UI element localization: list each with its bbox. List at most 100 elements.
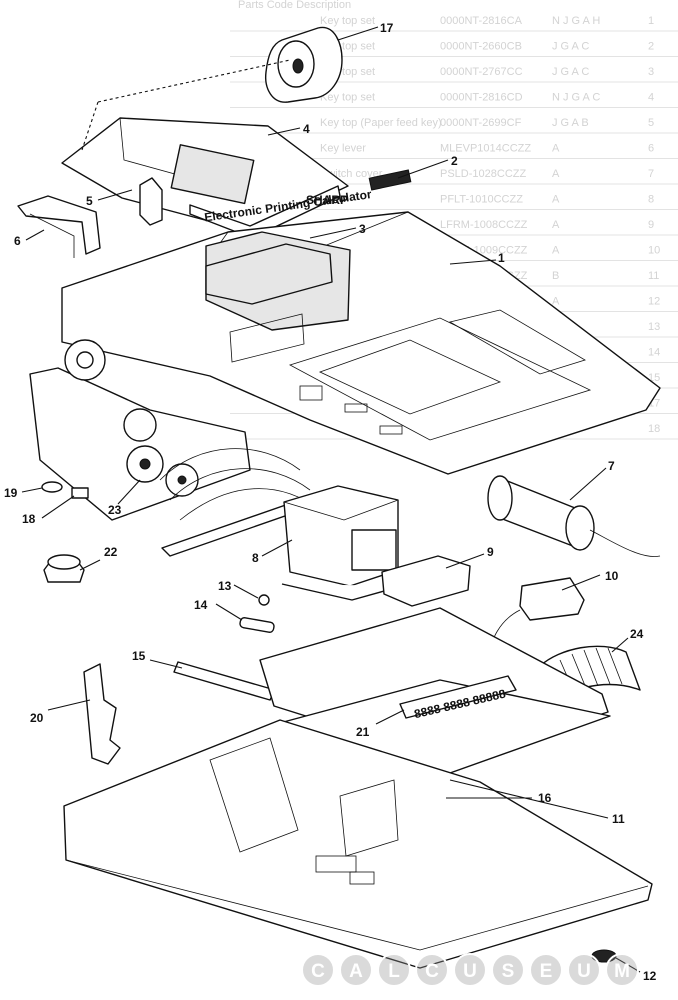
leader-lines <box>21 26 641 973</box>
callout-8: 8 <box>252 551 259 565</box>
watermark-circle <box>605 953 639 987</box>
watermark-circle <box>453 953 487 987</box>
watermark-letter: A <box>349 961 363 982</box>
callout-20: 20 <box>30 711 44 725</box>
background-table-cell: 12 <box>648 296 660 308</box>
background-table-cell: 3 <box>648 66 654 78</box>
background-table-cell: B <box>552 270 559 282</box>
callout-7: 7 <box>608 459 615 473</box>
callout-5: 5 <box>86 194 93 208</box>
background-table-cell: PFLT-1010CCZZ <box>440 194 523 206</box>
background-table-cell: J G A C <box>552 66 589 78</box>
background-table-cell: 0000NT-2767CC <box>440 66 523 78</box>
watermark-letter: E <box>540 961 553 982</box>
paper-feed-knob <box>43 554 85 583</box>
watermark-circle <box>377 953 411 987</box>
callout-16: 16 <box>538 791 552 805</box>
background-table-cell: 14 <box>648 347 660 359</box>
background-table-cell: 11 <box>648 270 659 282</box>
background-table-cell: A <box>552 143 560 155</box>
callout-1: 1 <box>498 251 505 265</box>
background-table-cell: Key top set <box>320 92 375 104</box>
watermark-circle <box>567 953 601 987</box>
fuse <box>239 617 275 633</box>
callout-4: 4 <box>303 122 310 136</box>
watermark-circle <box>339 953 373 987</box>
callout-15: 15 <box>132 649 146 663</box>
callout-14: 14 <box>194 598 208 612</box>
capacitor <box>487 475 661 557</box>
background-table-cell: 1 <box>648 15 654 27</box>
lower-case <box>63 719 653 969</box>
callout-9: 9 <box>487 545 494 559</box>
background-table-cell: J G A B <box>552 117 589 129</box>
callout-2: 2 <box>451 154 458 168</box>
background-table-cell: A <box>552 219 560 231</box>
spring-bracket <box>83 663 121 765</box>
background-table-cell: 13 <box>648 321 660 333</box>
background-table-cell: Key top (Paper feed key) <box>320 117 442 129</box>
nameplate <box>368 169 412 191</box>
watermark-circle <box>301 953 335 987</box>
background-table-cell: 2 <box>648 41 654 53</box>
transformer <box>281 485 403 601</box>
callout-6: 6 <box>14 234 21 248</box>
background-table-cell: A <box>552 168 560 180</box>
background-table-cell: 18 <box>648 423 660 435</box>
callout-labels: 1 2 3 4 5 6 7 8 9 10 11 12 13 14 15 16 1… <box>4 21 657 983</box>
watermark-letter: M <box>614 961 630 982</box>
watermark-circle <box>415 953 449 987</box>
background-table-cell: 8 <box>648 194 654 206</box>
watermark-letter: C <box>311 961 325 982</box>
background-table-cell: LFRM-1008CCZZ <box>440 219 528 231</box>
background-table-cell: 9 <box>648 219 654 231</box>
circuit-board <box>259 607 611 779</box>
background-table-cell: 0000NT-2660CB <box>440 41 522 53</box>
screw <box>258 594 270 606</box>
background-table-cell: 6 <box>648 143 654 155</box>
callout-24: 24 <box>630 627 644 641</box>
connector-strip <box>173 661 276 701</box>
callout-21: 21 <box>356 725 370 739</box>
callout-23: 23 <box>108 503 122 517</box>
background-table-cell: 0000NT-2816CD <box>440 92 523 104</box>
brand-label: SHARP <box>306 193 348 207</box>
background-table-cell: N J G A H <box>552 15 600 27</box>
background-table-cell: A <box>552 296 560 308</box>
callout-17: 17 <box>380 21 394 35</box>
callout-3: 3 <box>359 222 366 236</box>
washer <box>41 481 63 493</box>
watermark-letter: U <box>463 961 477 982</box>
callout-18: 18 <box>22 512 36 526</box>
background-table-cell: 10 <box>648 245 660 257</box>
paper-roll <box>265 26 343 103</box>
background-table-cell: N J G A C <box>552 92 600 104</box>
background-table-cell: Key lever <box>320 143 366 155</box>
watermark-letter: S <box>502 961 515 982</box>
watermark-circle <box>491 953 525 987</box>
background-table-cell: 0000NT-2816CA <box>440 15 523 27</box>
callout-13: 13 <box>218 579 232 593</box>
watermark-letter: U <box>577 961 591 982</box>
connector <box>487 577 585 661</box>
watermark-letter: L <box>388 961 400 982</box>
callout-19: 19 <box>4 486 18 500</box>
background-table-cell: A <box>552 245 560 257</box>
callout-22: 22 <box>104 545 118 559</box>
paper-holder <box>17 195 101 258</box>
callout-12: 12 <box>643 969 657 983</box>
background-table-cell: PSLD-1028CCZZ <box>440 168 526 180</box>
background-table-cell: 4 <box>648 92 654 104</box>
background-table-cell: J G A C <box>552 41 589 53</box>
bracket <box>381 555 471 607</box>
display-window <box>205 243 333 305</box>
printer-mechanism <box>29 339 321 557</box>
callout-11: 11 <box>612 812 625 826</box>
background-table-header: Parts Code Description <box>238 0 351 11</box>
callout-10: 10 <box>605 569 619 583</box>
watermark-letter: C <box>425 961 439 982</box>
background-table-cell: 5 <box>648 117 654 129</box>
background-table-cell: A <box>552 194 560 206</box>
